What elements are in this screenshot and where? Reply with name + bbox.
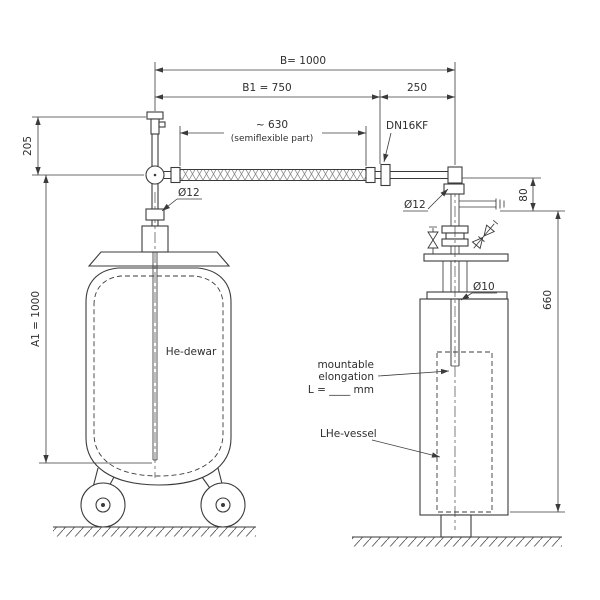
dim-630-label: ~ 630 bbox=[256, 119, 288, 131]
down-tube bbox=[151, 184, 159, 226]
ground-left bbox=[53, 526, 256, 537]
dimensions-group: B= 1000 B1 = 750 250 ~ 630 (semiflexible… bbox=[22, 55, 565, 513]
elongation-leader bbox=[377, 368, 450, 377]
cryostat-pedestal bbox=[440, 514, 472, 538]
flange-label: DN16KF bbox=[386, 120, 428, 132]
vessel-label: LHe-vessel bbox=[320, 428, 377, 440]
ground-right bbox=[352, 536, 562, 547]
cryostat-inner-tube bbox=[450, 299, 460, 366]
dim-b-label: B= 1000 bbox=[280, 55, 326, 67]
braided-hose bbox=[179, 169, 367, 181]
dim-630-mask bbox=[224, 114, 322, 146]
dia12-left-leader bbox=[161, 198, 178, 212]
flange-leader bbox=[383, 132, 392, 163]
dia12-left-label: Ø12 bbox=[178, 187, 200, 199]
pipe-stub-mid bbox=[375, 170, 381, 180]
cryostat-top-plate bbox=[423, 253, 509, 262]
barb-port bbox=[459, 198, 505, 210]
wheel-right-axle bbox=[221, 503, 225, 507]
dim-b1-label: B1 = 750 bbox=[242, 82, 291, 94]
extension-lines bbox=[32, 62, 565, 513]
elbow-center-dot bbox=[153, 173, 157, 177]
dim-205-label: 205 bbox=[22, 136, 34, 156]
dim-630-note: (semiflexible part) bbox=[231, 134, 313, 144]
elbow-right bbox=[447, 166, 463, 184]
dim-a1-label: A1 = 1000 bbox=[30, 291, 42, 347]
dim-660-label: 660 bbox=[542, 290, 554, 310]
hose-connector-right bbox=[365, 166, 376, 184]
cryostat-neck bbox=[442, 261, 468, 292]
pipe-right-run bbox=[390, 170, 448, 180]
he-dewar-group: He-dewar bbox=[80, 192, 246, 528]
wheel-left-axle bbox=[101, 503, 105, 507]
elongation-label-2: elongation bbox=[318, 371, 374, 383]
bayonet-cap bbox=[146, 111, 164, 120]
dia10-leader bbox=[460, 292, 473, 301]
vertical-pipe bbox=[151, 134, 159, 167]
dia10-label: Ø10 bbox=[473, 281, 495, 293]
wheel-left-hub bbox=[95, 497, 111, 513]
lhe-cryostat-group bbox=[419, 186, 509, 538]
lhe-inner-vessel bbox=[436, 351, 493, 513]
cryostat-outer-shell bbox=[419, 298, 509, 516]
transfer-line-group bbox=[145, 111, 465, 226]
dim-80-label: 80 bbox=[518, 188, 530, 201]
dia12-right-label: Ø12 bbox=[404, 199, 426, 211]
elongation-label-1: mountable bbox=[317, 359, 374, 371]
vessel-leader bbox=[371, 439, 441, 458]
hex-nut-left bbox=[145, 208, 165, 221]
dewar-body bbox=[85, 267, 232, 486]
bayonet-side-nub bbox=[158, 121, 166, 128]
hex-nut-right bbox=[443, 183, 465, 195]
bayonet-body bbox=[150, 118, 160, 135]
port-valve-left bbox=[427, 226, 439, 254]
dim-250-label: 250 bbox=[407, 82, 427, 94]
dn16kf-clamp bbox=[380, 163, 391, 187]
port-valve-angled bbox=[471, 219, 499, 250]
dia12-right-leader bbox=[427, 188, 449, 210]
elongation-label-3: L = ____ mm bbox=[308, 384, 374, 396]
dewar-label: He-dewar bbox=[166, 346, 217, 358]
wheel-right-hub bbox=[215, 497, 231, 513]
hose-connector-left bbox=[170, 166, 181, 184]
dewar-lid bbox=[87, 251, 231, 267]
